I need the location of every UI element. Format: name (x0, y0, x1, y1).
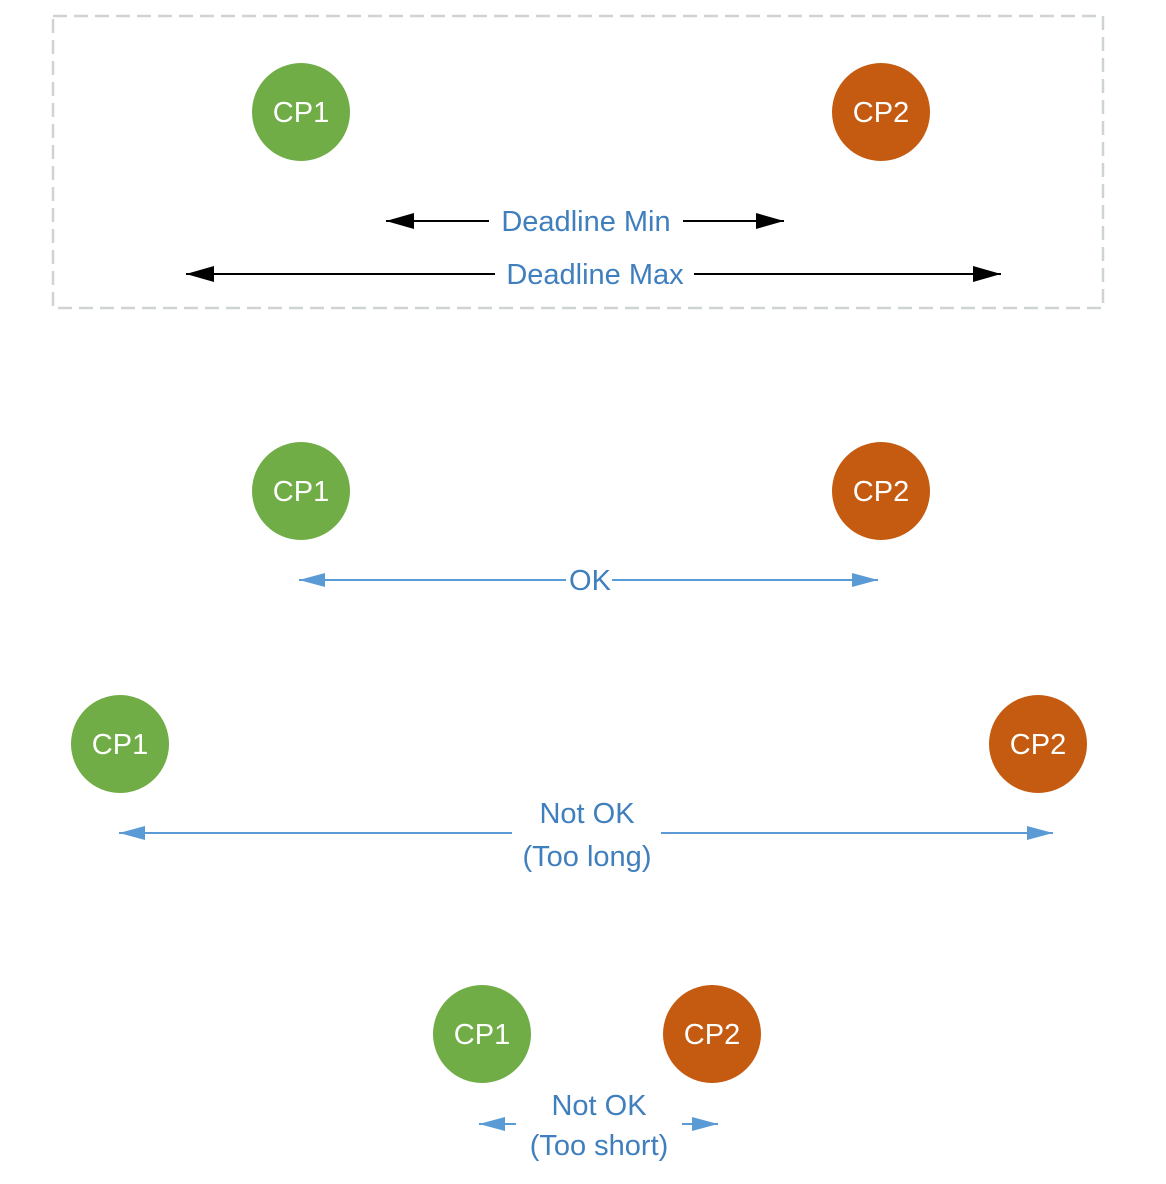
legend-group: CP1 CP2 Deadline Min Deadline Max (51, 14, 1105, 310)
case-too-long-label-line1: Not OK (539, 798, 635, 830)
legend-frame (51, 14, 1105, 310)
deadline-min-label: Deadline Min (501, 206, 670, 238)
case-too-long-cp1-label: CP1 (92, 729, 148, 761)
legend-cp1-circle (252, 63, 350, 161)
case-too-long-cp2-label: CP2 (1010, 729, 1066, 761)
case-too-long-cp2-circle (989, 695, 1087, 793)
legend-cp1-label: CP1 (273, 97, 329, 129)
legend-cp2-label: CP2 (853, 97, 909, 129)
case-ok-cp2-node: CP2 (832, 442, 930, 540)
case-too-short-group: CP1 CP2 Not OK (Too short) (433, 985, 761, 1162)
case-too-long-cp1-circle (71, 695, 169, 793)
case-too-short-cp1-circle (433, 985, 531, 1083)
case-too-short-cp2-node: CP2 (663, 985, 761, 1083)
case-too-short-label-line1: Not OK (551, 1090, 647, 1122)
legend-cp2-node: CP2 (832, 63, 930, 161)
case-ok-cp1-node: CP1 (252, 442, 350, 540)
case-too-short-cp2-label: CP2 (684, 1019, 740, 1051)
case-ok-label: OK (569, 565, 612, 597)
case-too-short-label-line2: (Too short) (530, 1130, 669, 1162)
legend-cp1-node: CP1 (252, 63, 350, 161)
case-too-long-cp2-node: CP2 (989, 695, 1087, 793)
deadline-max-label: Deadline Max (506, 259, 684, 291)
case-too-long-group: CP1 CP2 Not OK (Too long) (71, 695, 1087, 873)
legend-cp2-circle (832, 63, 930, 161)
case-too-long-cp1-node: CP1 (71, 695, 169, 793)
case-ok-cp2-circle (832, 442, 930, 540)
case-ok-group: CP1 CP2 OK (252, 442, 930, 597)
case-too-short-cp2-circle (663, 985, 761, 1083)
case-too-short-cp1-node: CP1 (433, 985, 531, 1083)
case-ok-cp2-label: CP2 (853, 476, 909, 508)
case-ok-cp1-circle (252, 442, 350, 540)
case-too-short-cp1-label: CP1 (454, 1019, 510, 1051)
case-ok-cp1-label: CP1 (273, 476, 329, 508)
case-too-long-label-line2: (Too long) (523, 841, 652, 873)
